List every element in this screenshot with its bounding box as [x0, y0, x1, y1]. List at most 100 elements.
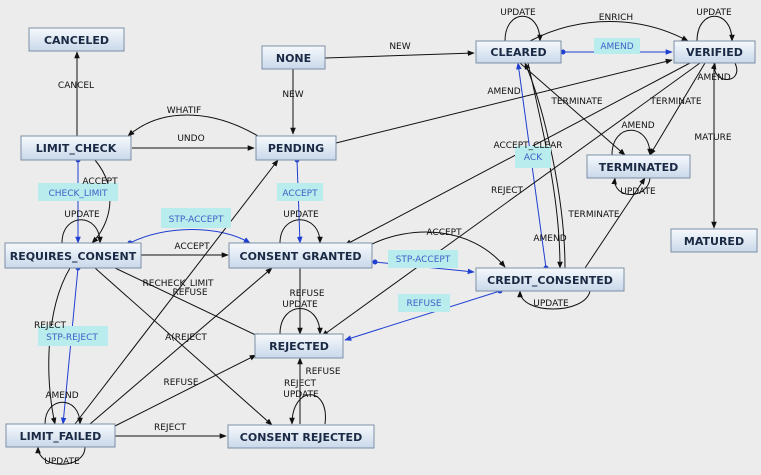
label-update-verified: UPDATE — [696, 8, 732, 18]
node-consent-rejected[interactable]: CONSENT REJECTED — [227, 424, 375, 449]
label-accept-cg-cc: ACCEPT — [426, 228, 462, 238]
label-highlight — [38, 326, 108, 346]
label-highlight — [388, 250, 458, 268]
label-amend-lf: AMEND — [45, 391, 78, 401]
node-label: TERMINATED — [599, 161, 679, 174]
node-limit-check[interactable]: LIMIT_CHECK — [20, 135, 132, 161]
label-recheck-limit: RECHECK_LIMIT — [143, 279, 214, 289]
label-refuse-lf: REFUSE — [163, 378, 198, 388]
edge-whatif — [127, 114, 259, 137]
node-label: CONSENT GRANTED — [240, 250, 362, 263]
edge-a-reject — [89, 267, 273, 425]
label-undo: UNDO — [177, 134, 204, 144]
label-terminate-verified: TERMINATE — [649, 97, 702, 107]
edge-recheck-limit — [74, 159, 279, 425]
node-terminated[interactable]: TERMINATED — [586, 154, 691, 179]
label-highlight — [161, 208, 231, 228]
edge-terminate-verified — [649, 62, 706, 156]
label-enrich: ENRICH — [599, 13, 633, 23]
label-update-rejected: UPDATE — [282, 300, 318, 310]
edge-amend-cc — [527, 62, 563, 269]
label-cancel: CANCEL — [58, 81, 94, 91]
node-label: NONE — [276, 52, 311, 65]
node-verified[interactable]: VERIFIED — [673, 40, 756, 64]
label-stp-reject: STP-REJECT — [46, 333, 98, 343]
edge-accept-pending — [296, 159, 303, 244]
label-amend-terminated: AMEND — [621, 121, 654, 131]
edge-crej-self — [289, 394, 326, 425]
label-accept-clear: ACCEPT_CLEAR — [493, 141, 562, 151]
label-highlight — [594, 38, 640, 54]
node-matured[interactable]: MATURED — [670, 228, 758, 253]
node-rejected[interactable]: REJECTED — [254, 333, 344, 359]
label-refuse-cg: REFUSE — [289, 289, 324, 299]
edge-terminate-cc — [584, 177, 646, 269]
label-new-pending: NEW — [282, 90, 303, 100]
edge-rc-self — [61, 219, 103, 244]
label-highlight — [515, 146, 551, 168]
node-requires-consent[interactable]: REQUIRES_CONSENT — [4, 242, 142, 269]
node-label: REJECTED — [269, 340, 329, 353]
label-refuse-cc: REFUSE — [406, 299, 441, 309]
label-refuse-crej: REFUSE — [305, 367, 340, 377]
node-consent-granted[interactable]: CONSENT GRANTED — [228, 242, 373, 269]
edge-refuse-rc — [114, 267, 263, 339]
node-label: CANCELED — [44, 34, 109, 47]
label-highlight — [277, 183, 323, 201]
label-ack: ACK — [524, 153, 543, 163]
edge-refuse-lf — [114, 354, 257, 427]
label-highlight — [398, 294, 450, 312]
label-update-terminated: UPDATE — [620, 187, 656, 197]
edge-verified-self-update — [696, 15, 735, 42]
label-accept-pending: ACCEPT — [282, 189, 318, 199]
node-credit-consented[interactable]: CREDIT_CONSENTED — [475, 267, 625, 292]
node-label: CONSENT REJECTED — [240, 431, 362, 444]
label-reject-lf: REJECT — [154, 423, 187, 433]
label-update-rc: UPDATE — [64, 210, 100, 220]
node-label: REQUIRES_CONSENT — [10, 250, 137, 263]
label-amend-cc: AMEND — [533, 234, 566, 244]
label-amend-pending-verified: AMEND — [487, 87, 520, 97]
label-terminate-cleared: TERMINATE — [550, 97, 603, 107]
edge-accept-cg-cc — [369, 231, 506, 268]
label-stp-accept-rc: STP-ACCEPT — [169, 215, 224, 225]
label-reject-verified: REJECT — [491, 186, 524, 196]
label-terminate-cc: TERMINATE — [567, 210, 620, 220]
label-stp-accept-cg: STP-ACCEPT — [396, 255, 451, 265]
node-label: VERIFIED — [686, 46, 743, 59]
edge-lf-self-amend — [44, 401, 83, 425]
node-limit-failed[interactable]: LIMIT_FAILED — [5, 423, 116, 448]
edge-rc-crej — [94, 267, 273, 426]
edge-accept-lc — [91, 159, 111, 244]
label-check-limit: CHECK_LIMIT — [48, 189, 108, 199]
edge-reject-verified — [321, 62, 701, 337]
edge-enrich — [529, 21, 689, 42]
node-label: MATURED — [684, 235, 744, 248]
edge-lf-self-update — [35, 446, 86, 465]
label-update-crej: UPDATE — [283, 390, 319, 400]
edge-cg-self — [279, 219, 323, 244]
edge-cc-self — [517, 290, 591, 310]
label-a-reject: A(REJECT — [165, 333, 207, 343]
node-pending[interactable]: PENDING — [255, 135, 337, 161]
label-update-cleared: UPDATE — [500, 8, 536, 18]
node-cleared[interactable]: CLEARED — [475, 40, 562, 64]
label-amend-verified-self: AMEND — [697, 73, 730, 83]
node-label: LIMIT_CHECK — [36, 142, 117, 155]
node-label: CLEARED — [490, 46, 546, 59]
edge-terminate-cleared — [519, 62, 626, 156]
edge-stp-accept-rc — [129, 229, 251, 244]
label-accept-rc-cg: ACCEPT — [174, 242, 210, 252]
label-refuse-rc: REFUSE — [172, 288, 207, 298]
label-highlight — [38, 183, 118, 201]
node-none[interactable]: NONE — [261, 45, 326, 70]
node-label: LIMIT_FAILED — [20, 430, 102, 443]
edge-refuse-cc — [344, 290, 501, 341]
node-canceled[interactable]: CANCELED — [28, 27, 125, 52]
edge-dot — [372, 259, 378, 265]
edge-rejected-self — [279, 308, 323, 335]
label-new-cleared: NEW — [389, 42, 410, 52]
label-whatif: WHATIF — [167, 106, 201, 116]
node-label: PENDING — [268, 142, 324, 155]
